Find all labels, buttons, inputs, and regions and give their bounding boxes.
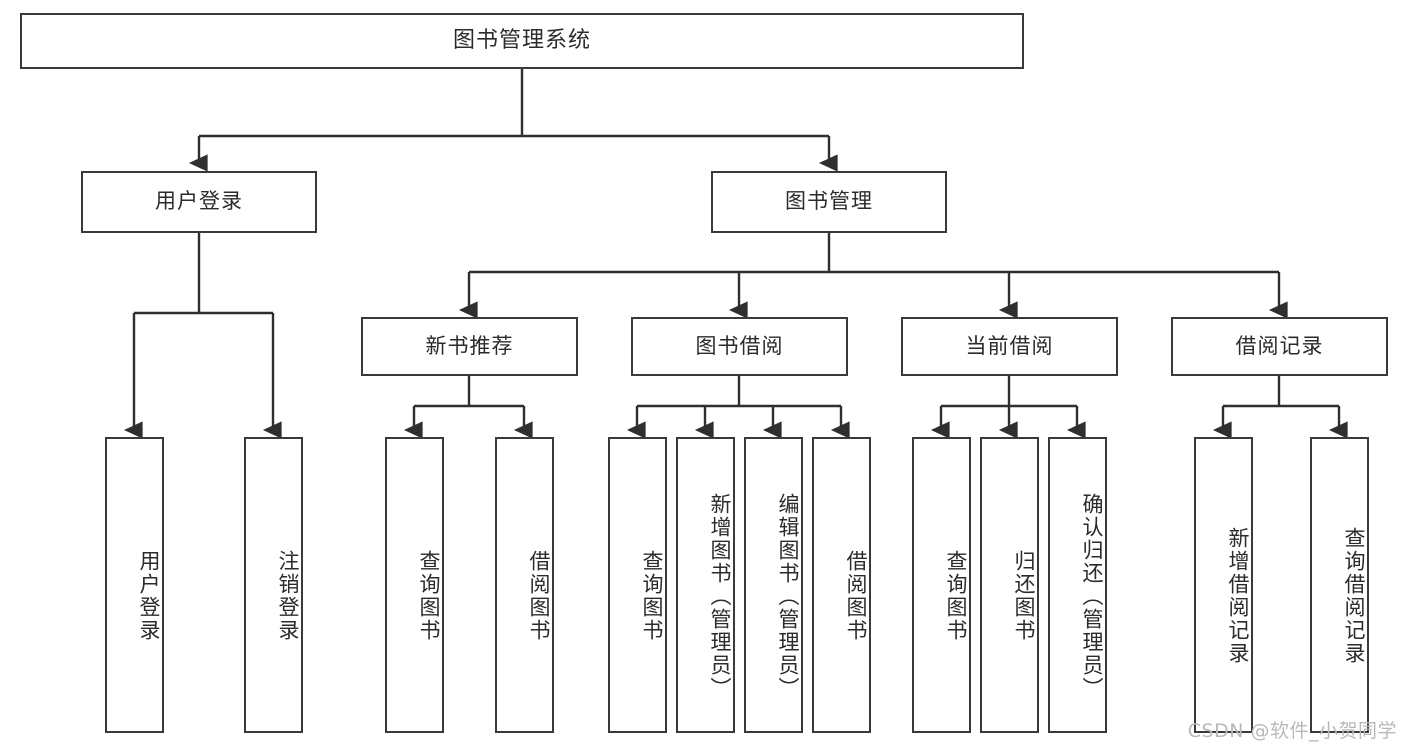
node-label: 图书借阅 <box>695 333 784 358</box>
leaf-borrow-book-1[interactable]: 借阅图书 <box>495 437 554 733</box>
node-label: 注销登录 <box>276 550 300 642</box>
leaf-query-book-2[interactable]: 查询图书 <box>608 437 667 733</box>
leaf-logout-login[interactable]: 注销登录 <box>244 437 303 733</box>
node-label: 查询图书 <box>640 550 664 642</box>
node-label: 借阅图书 <box>527 550 551 642</box>
leaf-edit-book[interactable]: 编辑图书（管理员） <box>744 437 803 733</box>
leaf-borrow-book-2[interactable]: 借阅图书 <box>812 437 871 733</box>
node-label: 新增图书（管理员） <box>708 492 732 700</box>
node-label: 用户登录 <box>155 189 243 214</box>
node-user-login[interactable]: 用户登录 <box>81 171 317 233</box>
node-label: 归还图书 <box>1012 550 1036 642</box>
node-label: 借阅图书 <box>844 550 868 642</box>
leaf-return-book[interactable]: 归还图书 <box>980 437 1039 733</box>
node-current-borrow[interactable]: 当前借阅 <box>901 317 1118 376</box>
node-label: 编辑图书（管理员） <box>776 492 800 700</box>
leaf-query-book-3[interactable]: 查询图书 <box>912 437 971 733</box>
node-label: 借阅记录 <box>1235 333 1324 358</box>
leaf-confirm-return[interactable]: 确认归还（管理员） <box>1048 437 1107 733</box>
node-book-management[interactable]: 图书管理 <box>711 171 947 233</box>
node-label: 当前借阅 <box>965 333 1054 358</box>
node-label: 图书管理 <box>785 189 873 214</box>
node-label: 查询图书 <box>944 550 968 642</box>
node-label: 查询图书 <box>417 550 441 642</box>
node-book-borrow[interactable]: 图书借阅 <box>631 317 848 376</box>
node-label: 用户登录 <box>137 550 161 642</box>
csdn-watermark: CSDN @软件_小贺同学 <box>1187 720 1397 742</box>
node-label: 新书推荐 <box>425 333 514 358</box>
node-borrow-record[interactable]: 借阅记录 <box>1171 317 1388 376</box>
node-label: 新增借阅记录 <box>1226 527 1250 665</box>
leaf-query-book-1[interactable]: 查询图书 <box>385 437 444 733</box>
leaf-add-book[interactable]: 新增图书（管理员） <box>676 437 735 733</box>
leaf-user-login[interactable]: 用户登录 <box>105 437 164 733</box>
node-label: 确认归还（管理员） <box>1080 492 1104 700</box>
node-label: 图书管理系统 <box>452 27 591 53</box>
leaf-add-record[interactable]: 新增借阅记录 <box>1194 437 1253 733</box>
node-book-management-system[interactable]: 图书管理系统 <box>20 13 1024 69</box>
node-label: 查询借阅记录 <box>1342 527 1366 665</box>
node-new-book-recommend[interactable]: 新书推荐 <box>361 317 578 376</box>
leaf-query-record[interactable]: 查询借阅记录 <box>1310 437 1369 733</box>
